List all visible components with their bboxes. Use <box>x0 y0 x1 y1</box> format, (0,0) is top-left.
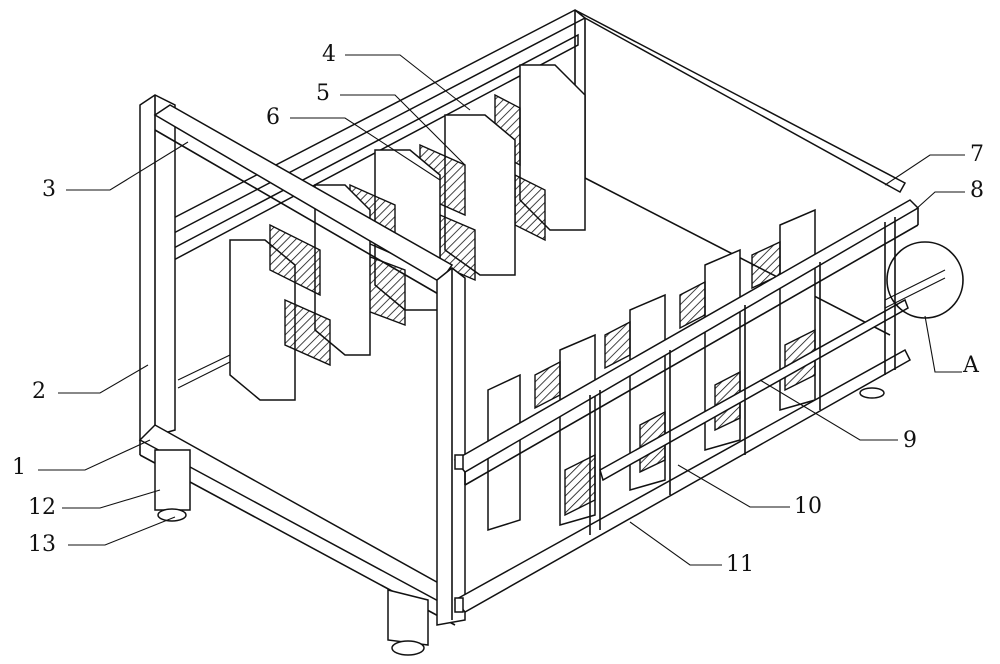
plates-back <box>230 65 585 400</box>
label-8: 8 <box>970 180 984 202</box>
label-4: 4 <box>322 44 336 66</box>
label-7: 7 <box>970 144 984 166</box>
label-11: 11 <box>726 554 754 576</box>
label-10: 10 <box>794 496 822 518</box>
side-rails <box>455 200 945 612</box>
label-2: 2 <box>32 381 46 403</box>
label-1: 1 <box>12 457 26 479</box>
label-3: 3 <box>42 179 56 201</box>
label-9: 9 <box>903 430 917 452</box>
label-12: 12 <box>28 497 56 519</box>
label-13: 13 <box>28 534 56 556</box>
label-a: A <box>963 355 979 377</box>
front-right-post <box>437 268 465 625</box>
side-compartments <box>488 210 815 530</box>
label-5: 5 <box>316 83 330 105</box>
label-6: 6 <box>266 107 280 129</box>
